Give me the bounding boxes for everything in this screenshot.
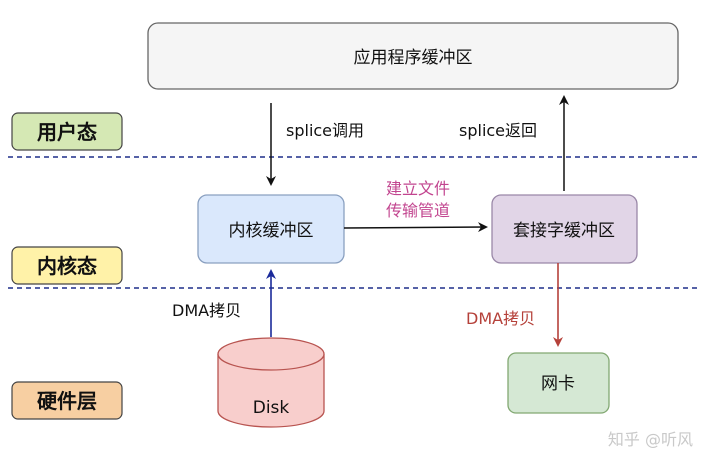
- svg-text:Disk: Disk: [253, 398, 290, 418]
- socket-buffer-node: 套接字缓冲区: [491, 194, 638, 264]
- watermark: 知乎 @听风: [608, 430, 693, 449]
- dma-copy-right-label: DMA拷贝: [466, 309, 535, 328]
- pipe-label-line2: 传输管道: [386, 201, 450, 220]
- svg-text:硬件层: 硬件层: [37, 389, 97, 413]
- layer-label-user: 用户态: [11, 112, 123, 151]
- splice-call-label: splice调用: [286, 121, 364, 140]
- svg-text:内核态: 内核态: [37, 254, 97, 278]
- layer-label-kernel: 内核态: [11, 246, 123, 285]
- app-buffer-node: 应用程序缓冲区: [147, 22, 679, 90]
- disk-node: Disk: [217, 337, 325, 428]
- svg-text:用户态: 用户态: [37, 120, 97, 144]
- svg-text:内核缓冲区: 内核缓冲区: [229, 221, 314, 241]
- splice-return-label: splice返回: [459, 121, 537, 140]
- kernel-buffer-node: 内核缓冲区: [197, 194, 345, 264]
- nic-node: 网卡: [507, 352, 610, 414]
- pipe-label-line1: 建立文件: [386, 179, 450, 198]
- pipe-arrow: [343, 222, 488, 233]
- svg-text:网卡: 网卡: [541, 374, 575, 394]
- svg-text:应用程序缓冲区: 应用程序缓冲区: [354, 48, 473, 68]
- dma-copy-left-label: DMA拷贝: [172, 301, 241, 320]
- layer-label-hardware: 硬件层: [11, 381, 123, 420]
- svg-text:套接字缓冲区: 套接字缓冲区: [513, 221, 615, 241]
